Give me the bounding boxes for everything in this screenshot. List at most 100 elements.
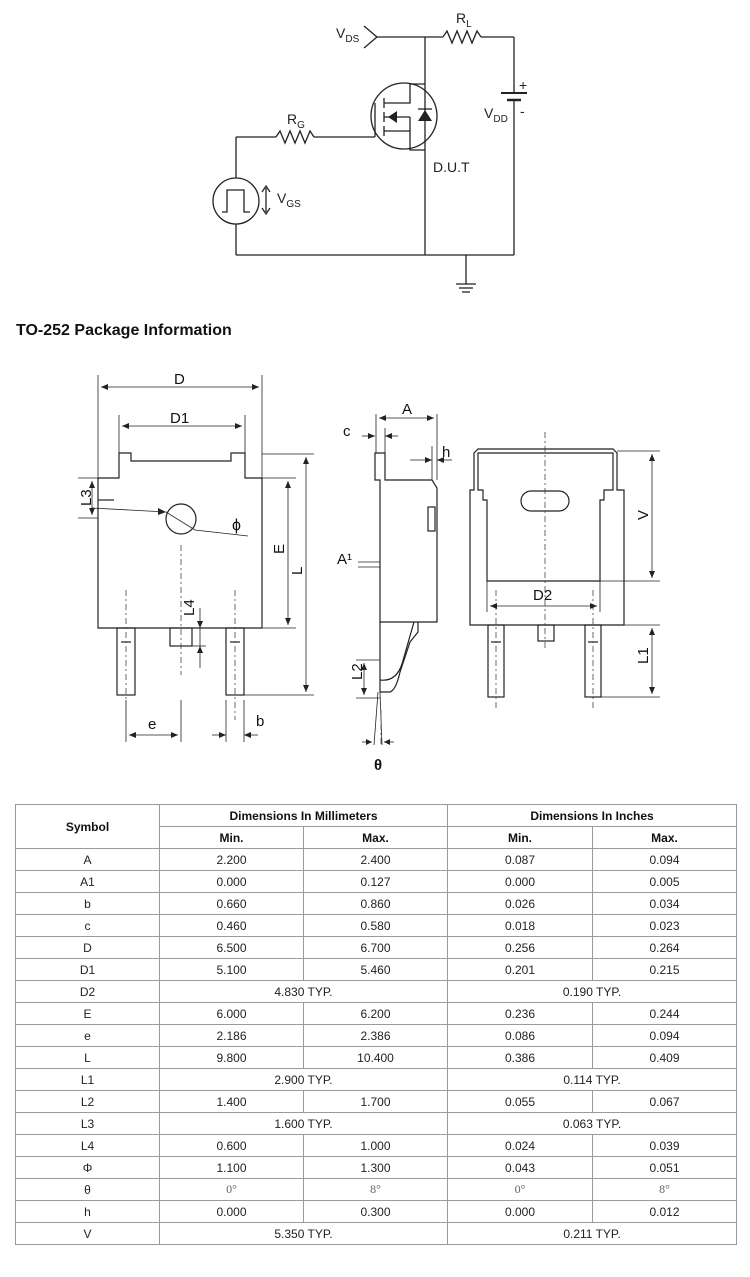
dut-label: D.U.T (433, 159, 470, 175)
label-D2: D2 (533, 587, 552, 604)
svg-text:RG: RG (287, 111, 305, 131)
inch-min-cell: 0.086 (447, 1024, 594, 1047)
inch-min-cell: 0.000 (447, 870, 594, 893)
inch-max-cell: 0.051 (592, 1156, 738, 1179)
mm-min-cell: 2.200 (159, 848, 304, 871)
label-L: L (289, 567, 306, 575)
inch-max-header: Max. (592, 826, 738, 849)
inch-max-cell: 0.094 (592, 848, 738, 871)
inch-max-cell: 0.012 (592, 1200, 738, 1223)
test-circuit-diagram: VDS RL + - VDD RG VGS D.U.T (212, 10, 527, 293)
symbol-header: Symbol (15, 804, 160, 849)
inch-typ-cell: 0.190 TYP. (447, 980, 738, 1003)
inch-max-cell: 0.244 (592, 1002, 738, 1025)
mm-max-cell: 10.400 (302, 1046, 449, 1069)
inch-typ-cell: 0.063 TYP. (447, 1112, 738, 1135)
label-A1: A¹ (337, 551, 352, 568)
mm-min-cell: 0.000 (159, 1200, 304, 1223)
mm-max-cell: 0.300 (302, 1200, 449, 1223)
mm-header: Dimensions In Millimeters (158, 804, 449, 827)
inch-max-cell: 0.039 (592, 1134, 738, 1157)
inch-min-cell: 0.055 (447, 1090, 594, 1113)
rl-subscript: L (466, 19, 472, 30)
mm-max-cell: 0.580 (302, 914, 449, 937)
inch-min-cell: 0° (447, 1178, 594, 1201)
mm-min-cell: 5.100 (159, 958, 304, 981)
mm-min-cell: 2.186 (159, 1024, 304, 1047)
mm-min-cell: 0.600 (159, 1134, 304, 1157)
inch-max-cell: 0.067 (592, 1090, 738, 1113)
symbol-cell: L4 (15, 1134, 160, 1157)
mm-max-cell: 8° (302, 1178, 449, 1201)
mm-min-cell: 0.460 (159, 914, 304, 937)
inch-min-cell: 0.236 (447, 1002, 594, 1025)
inch-min-cell: 0.087 (447, 848, 594, 871)
inch-min-cell: 0.026 (447, 892, 594, 915)
inch-min-cell: 0.201 (447, 958, 594, 981)
symbol-cell: E (15, 1002, 160, 1025)
symbol-cell: e (15, 1024, 160, 1047)
table-subheader-row: Min. Max. Min. Max. (16, 826, 738, 849)
mm-max-cell: 2.386 (302, 1024, 449, 1047)
vgs-label: V (277, 190, 287, 206)
mm-max-cell: 1.300 (302, 1156, 449, 1179)
mm-typ-cell: 4.830 TYP. (158, 980, 449, 1003)
inch-min-cell: 0.256 (447, 936, 594, 959)
label-E: E (271, 544, 288, 554)
label-D: D (174, 371, 185, 388)
rg-label: R (287, 111, 297, 127)
symbol-cell: D1 (15, 958, 160, 981)
table-header-row: Symbol Dimensions In Millimeters Dimensi… (15, 804, 738, 849)
symbol-cell: b (15, 892, 160, 915)
mm-typ-cell: 1.600 TYP. (158, 1112, 449, 1135)
package-outline-drawing: D D1 L3 ϕ E L L4 e b A c h A¹ L2 θ V D2 … (78, 371, 660, 774)
inch-max-cell: 0.264 (592, 936, 738, 959)
label-V: V (635, 510, 652, 520)
dimensions-table: Symbol Dimensions In Millimeters Dimensi… (15, 804, 738, 1245)
plus-sign: + (519, 77, 527, 93)
symbol-cell: L (15, 1046, 160, 1069)
label-b: b (256, 713, 264, 730)
mm-max-cell: 5.460 (302, 958, 449, 981)
mm-min-cell: 9.800 (159, 1046, 304, 1069)
inch-max-cell: 0.023 (592, 914, 738, 937)
label-L1: L1 (635, 647, 652, 664)
label-D1: D1 (170, 410, 189, 427)
label-L3: L3 (78, 489, 95, 506)
label-L2: L2 (349, 663, 366, 680)
label-A: A (402, 401, 412, 418)
inch-min-cell: 0.000 (447, 1200, 594, 1223)
label-c: c (343, 423, 351, 440)
inch-header: Dimensions In Inches (447, 804, 738, 827)
symbol-cell: L2 (15, 1090, 160, 1113)
symbol-cell: A1 (15, 870, 160, 893)
vgs-subscript: GS (286, 199, 301, 210)
inch-min-cell: 0.024 (447, 1134, 594, 1157)
mm-max-cell: 6.200 (302, 1002, 449, 1025)
vdd-label: V (484, 105, 494, 121)
inch-min-cell: 0.386 (447, 1046, 594, 1069)
vds-label: V (336, 25, 346, 41)
mm-min-cell: 0.660 (159, 892, 304, 915)
mm-max-cell: 2.400 (302, 848, 449, 871)
symbol-cell: L3 (15, 1112, 160, 1135)
label-L4: L4 (181, 599, 198, 616)
mm-typ-cell: 2.900 TYP. (158, 1068, 449, 1091)
symbol-cell: D2 (15, 980, 160, 1003)
mm-max-cell: 0.127 (302, 870, 449, 893)
mm-min-cell: 6.500 (159, 936, 304, 959)
label-phi: ϕ (232, 517, 241, 534)
symbol-cell: c (15, 914, 160, 937)
mm-min-cell: 1.100 (159, 1156, 304, 1179)
